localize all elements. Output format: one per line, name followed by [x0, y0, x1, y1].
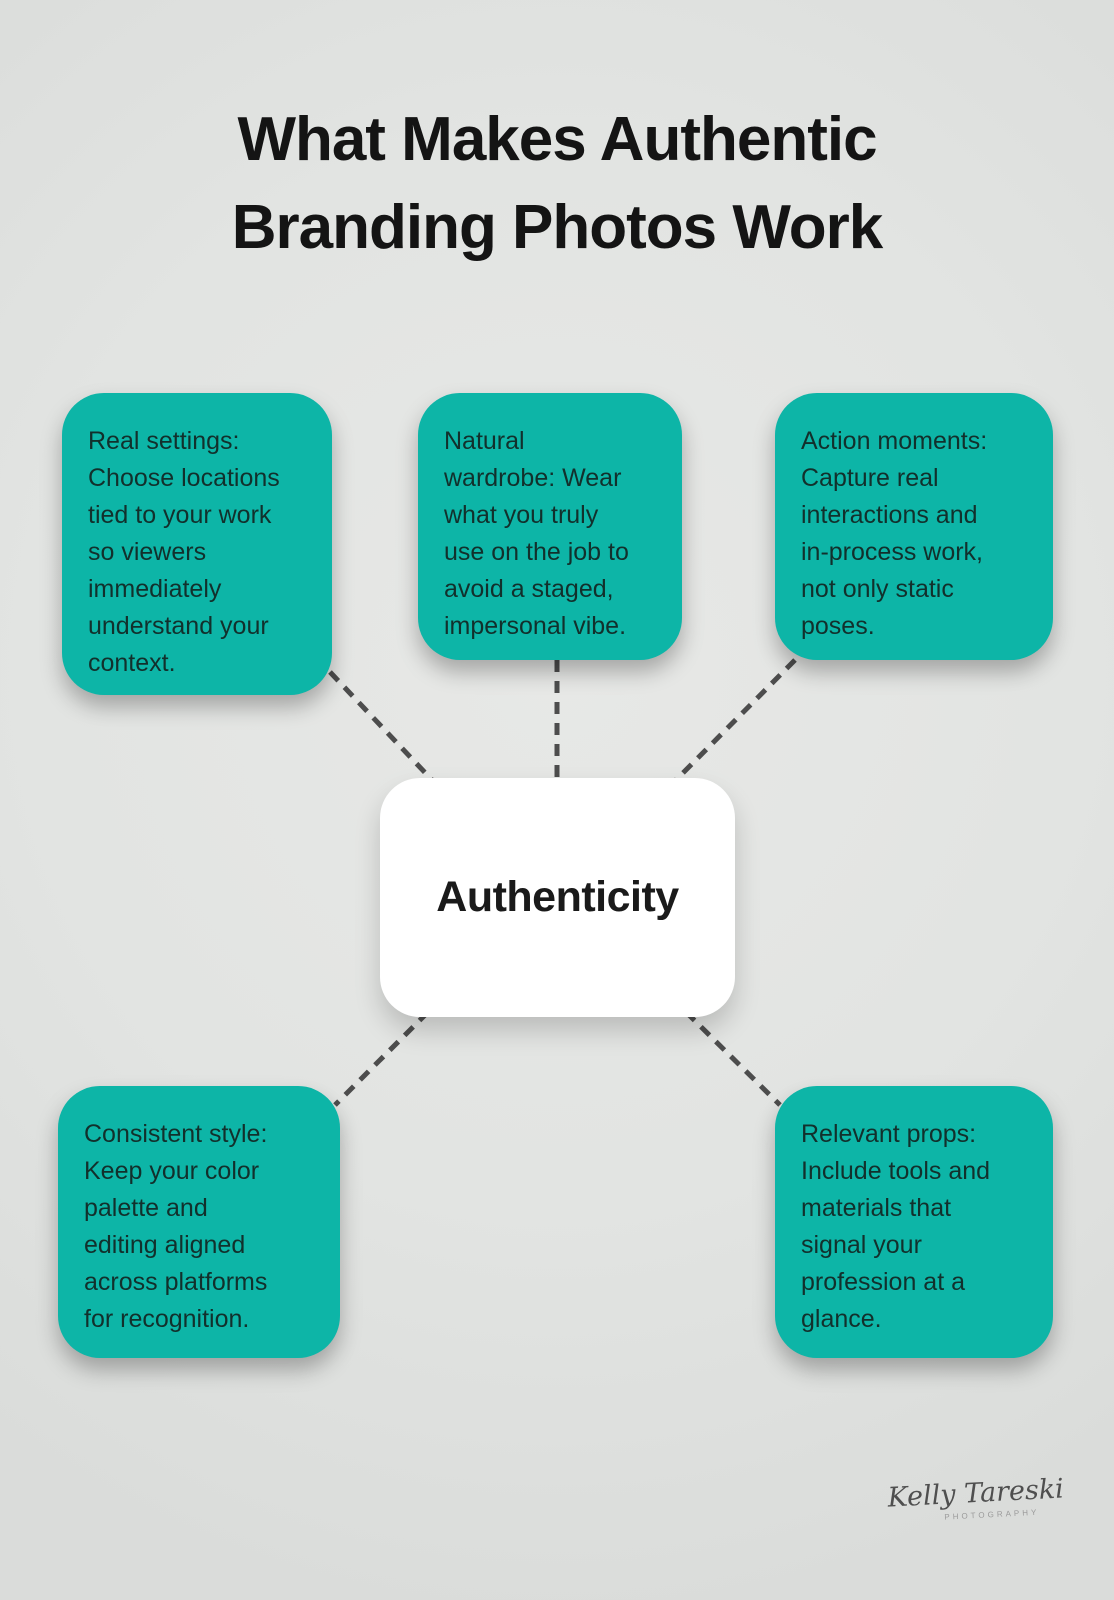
- connector-line-consistent-style: [333, 1010, 430, 1107]
- connector-line-relevant-props: [684, 1010, 782, 1107]
- card-relevant-props: Relevant props: Include tools and materi…: [775, 1086, 1053, 1358]
- page-title: What Makes Authentic Branding Photos Wor…: [231, 105, 884, 262]
- center-node-authenticity: Authenticity: [380, 778, 735, 1017]
- card-action-moments: Action moments: Capture real interaction…: [775, 393, 1053, 660]
- card-consistent-style: Consistent style: Keep your color palett…: [58, 1086, 340, 1358]
- card-real-settings-text: Real settings: Choose locations tied to …: [88, 427, 280, 677]
- card-action-moments-text: Action moments: Capture real interaction…: [801, 427, 988, 640]
- card-consistent-style-text: Consistent style: Keep your color palett…: [84, 1120, 268, 1333]
- connector-line-real-settings: [328, 670, 434, 782]
- card-natural-wardrobe: Natural wardrobe: Wear what you truly us…: [418, 393, 682, 660]
- card-relevant-props-text: Relevant props: Include tools and materi…: [801, 1120, 991, 1333]
- center-node-label: Authenticity: [436, 873, 679, 921]
- connector-line-action-moments: [674, 658, 797, 782]
- card-real-settings: Real settings: Choose locations tied to …: [62, 393, 332, 695]
- card-natural-wardrobe-text: Natural wardrobe: Wear what you truly us…: [444, 427, 629, 640]
